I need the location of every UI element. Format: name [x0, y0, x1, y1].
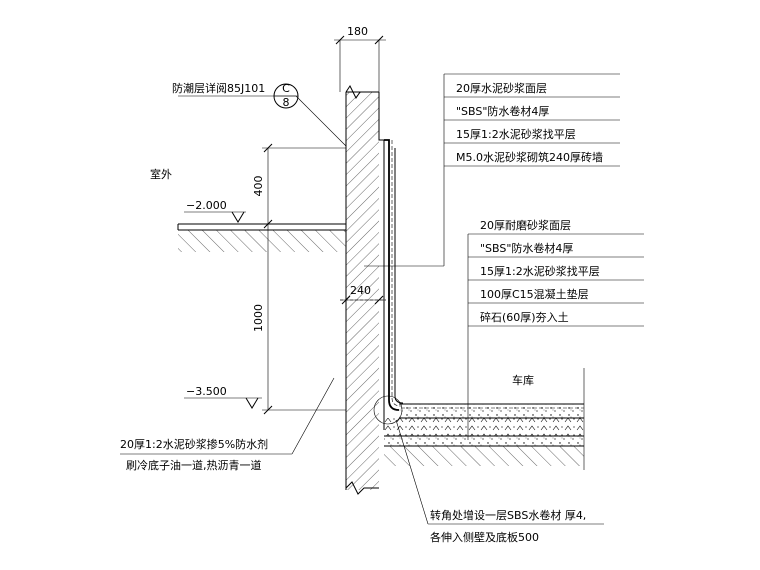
wall-layer-callout	[364, 73, 620, 267]
floor-slab	[384, 368, 585, 470]
level-floor: −3.500	[186, 385, 227, 398]
wall-layer-3: 15厚1:2水泥砂浆找平层	[456, 127, 576, 141]
floor-layer-callout	[467, 233, 644, 440]
level-ground: −2.000	[186, 199, 227, 212]
level-marker-floor	[184, 397, 262, 409]
plaster-note-line-2: 刷冷底子油一道,热沥青一道	[126, 458, 262, 472]
wall-layer-1: 20厚水泥砂浆面层	[456, 81, 547, 95]
dim-height-upper: 400	[252, 176, 265, 197]
floor-layer-2: "SBS"防水卷材4厚	[480, 241, 573, 255]
plaster-note-leader	[120, 377, 335, 455]
dimension-base	[340, 295, 386, 305]
wall-layer-2: "SBS"防水卷材4厚	[456, 104, 549, 118]
dim-wall-top: 180	[347, 25, 368, 38]
detail-symbol-top: C	[282, 82, 290, 95]
outdoor-ground	[177, 223, 346, 252]
dim-wall-base: 240	[350, 284, 371, 297]
detail-reference	[178, 83, 347, 147]
dimension-top	[334, 35, 386, 45]
floor-layer-4: 100厚C15混凝土垫层	[480, 287, 589, 301]
detail-ref-label: 防潮层详阅85J101	[172, 81, 265, 95]
garage-label: 车库	[512, 373, 534, 387]
corner-note-line-1: 转角处增设一层SBS水卷材 厚4,	[430, 508, 586, 522]
detail-symbol-bottom: 8	[283, 96, 290, 109]
level-marker-ground	[184, 211, 246, 223]
dim-height-lower: 1000	[252, 304, 265, 332]
floor-layer-3: 15厚1:2水泥砂浆找平层	[480, 264, 600, 278]
wall-finish-layers	[378, 92, 404, 430]
corner-detail-circle	[373, 395, 403, 425]
outdoor-label: 室外	[150, 167, 172, 181]
corner-note-line-2: 各伸入侧壁及底板500	[430, 530, 539, 544]
floor-layer-5: 碎石(60厚)夯入土	[480, 310, 569, 324]
brick-wall	[345, 91, 379, 490]
floor-layer-1: 20厚耐磨砂浆面层	[480, 218, 571, 232]
dimension-vertical	[262, 143, 346, 415]
corner-note-leader	[395, 419, 604, 525]
wall-layer-4: M5.0水泥砂浆砌筑240厚砖墙	[456, 150, 603, 164]
plaster-note-line-1: 20厚1:2水泥砂浆掺5%防水剂	[120, 437, 268, 451]
